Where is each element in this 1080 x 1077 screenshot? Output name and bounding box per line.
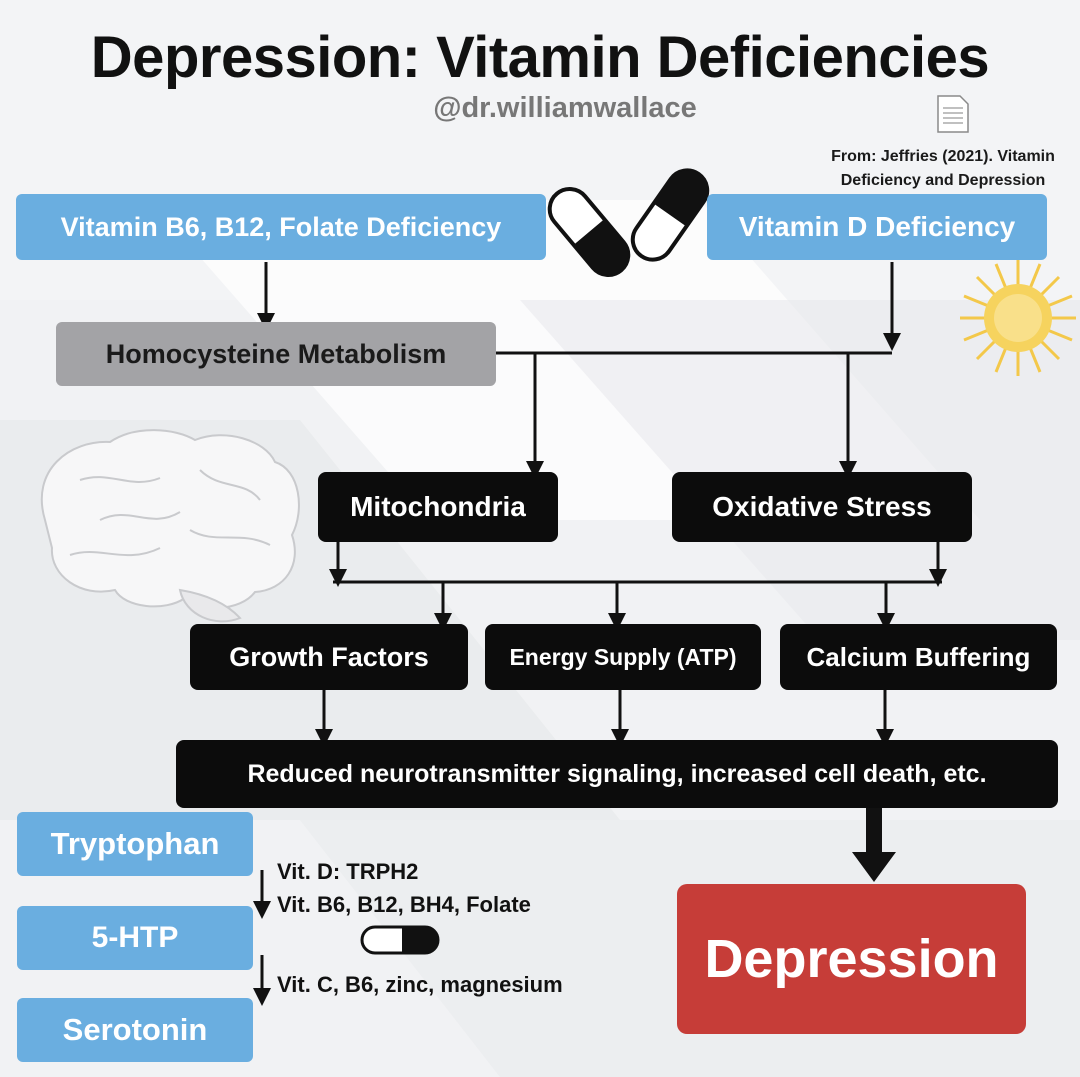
node-oxidative-stress: Oxidative Stress [672, 472, 972, 542]
node-reduced-signaling: Reduced neurotransmitter signaling, incr… [176, 740, 1058, 808]
author-handle: @dr.williamwallace [433, 92, 697, 124]
citation: From: Jeffries (2021). Vitamin Deficienc… [812, 145, 1074, 193]
node-5-htp: 5-HTP [17, 906, 253, 970]
node-tryptophan: Tryptophan [17, 812, 253, 876]
brain-icon [40, 429, 300, 623]
node-growth-factors: Growth Factors [190, 624, 468, 690]
arrow-to-depression [852, 808, 896, 882]
sun-icon [960, 260, 1076, 376]
citation-line-2: Deficiency and Depression [840, 172, 1046, 189]
step1-label-line-2: Vit. B6, B12, BH4, Folate [277, 892, 531, 917]
page-title: Depression: Vitamin Deficiencies [90, 25, 990, 90]
node-energy-supply: Energy Supply (ATP) [485, 624, 761, 690]
node-serotonin: Serotonin [17, 998, 253, 1062]
node-calcium-buffering: Calcium Buffering [780, 624, 1057, 690]
node-vitamin-d-deficiency: Vitamin D Deficiency [707, 194, 1047, 260]
node-b-vitamin-deficiency: Vitamin B6, B12, Folate Deficiency [16, 194, 546, 260]
node-homocysteine-metabolism: Homocysteine Metabolism [56, 322, 496, 386]
pill-capsule-icon [360, 925, 440, 955]
citation-line-1: From: Jeffries (2021). Vitamin [831, 148, 1055, 165]
step2-label: Vit. C, B6, zinc, magnesium [277, 972, 563, 997]
pill-capsule-icon [547, 168, 710, 277]
node-depression: Depression [677, 884, 1026, 1034]
step1-label-line-1: Vit. D: TRPH2 [277, 859, 419, 884]
node-mitochondria: Mitochondria [318, 472, 558, 542]
document-icon [937, 95, 969, 133]
